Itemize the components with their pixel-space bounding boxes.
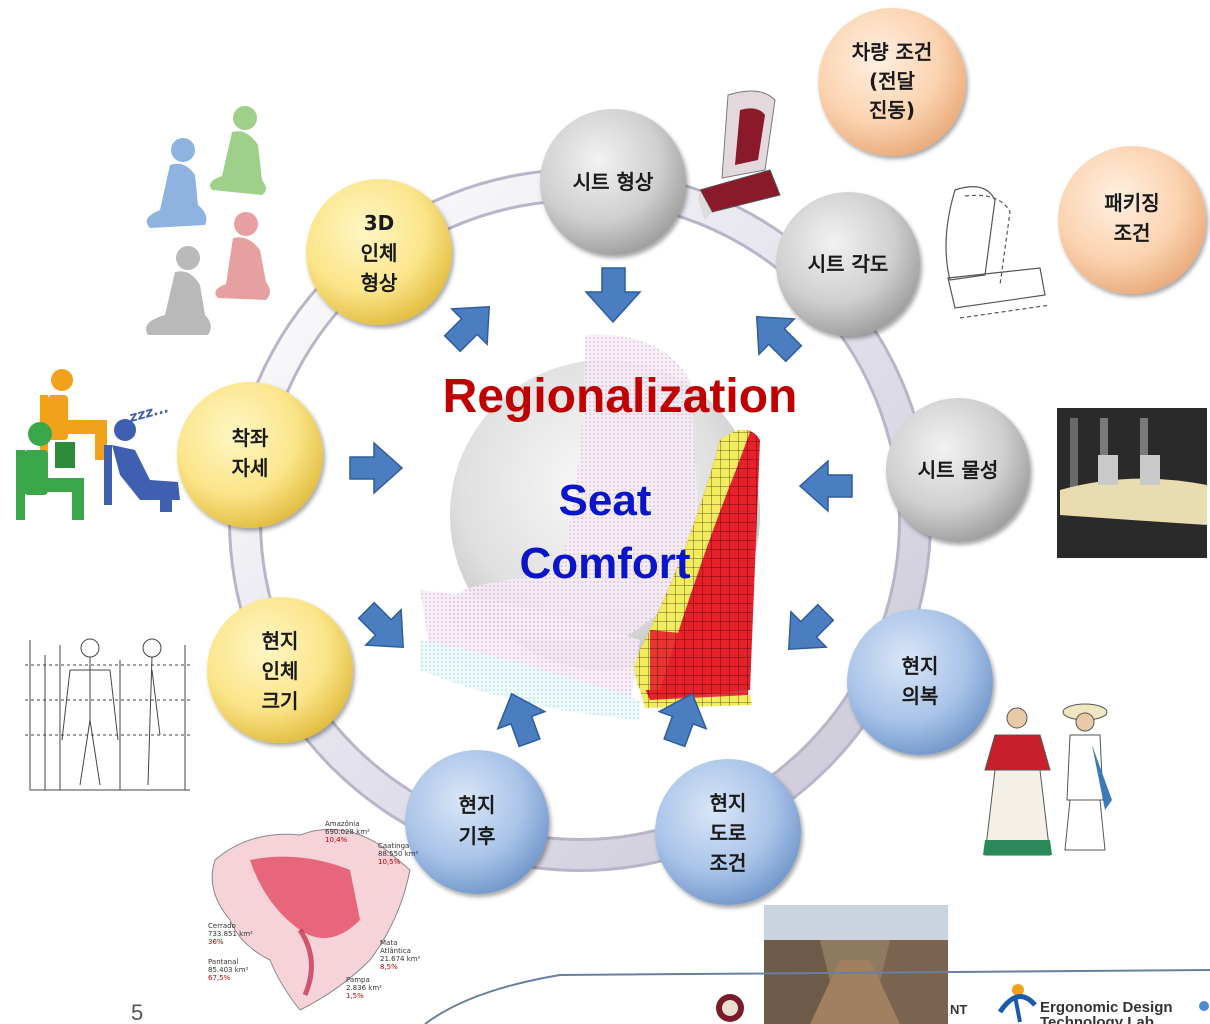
seat-material-test-photo [1057, 408, 1207, 558]
node-body-shape-3d-line1: 3D [364, 211, 395, 235]
map-label-caatinga-1: Caatinga [378, 842, 409, 850]
map-label-mata-1: Mata [380, 939, 397, 947]
arrow-clothing [787, 603, 835, 651]
node-seat-angle-label: 시트 각도 [808, 252, 889, 276]
map-label-mata-4: 8,5% [380, 963, 398, 971]
arrow-seat-angle [755, 315, 803, 363]
node-local-road-line2: 도로 [710, 821, 747, 845]
map-label-pantanal-3: 67,5% [208, 974, 231, 982]
local-road-photo [764, 905, 948, 1024]
map-label-mata-3: 21.674 km² [380, 955, 421, 963]
node-local-climate [405, 750, 549, 894]
node-seat-angle [776, 192, 920, 336]
footer-partial-text: NT [950, 1002, 967, 1017]
map-label-pampa-2: 2.836 km² [346, 984, 382, 992]
node-seat-shape-label: 시트 형상 [573, 170, 654, 194]
posture-pictograms-image: zzz... [16, 369, 180, 520]
sleep-text: zzz... [127, 400, 171, 426]
node-local-road-line3: 조건 [710, 851, 747, 875]
node-local-road [655, 759, 801, 905]
map-label-amazonia-2: 690.028 km² [325, 828, 370, 836]
node-seat-material-label: 시트 물성 [918, 458, 999, 482]
node-packaging-condition-line1: 패키징 [1104, 191, 1159, 215]
arrow-climate [496, 692, 547, 748]
map-label-cerrado-1: Cerrado [208, 922, 236, 930]
node-local-body-size [207, 597, 353, 743]
title-regionalization: Regionalization [443, 370, 798, 423]
node-local-body-size-line3: 크기 [262, 689, 299, 713]
map-label-cerrado-3: 36% [208, 938, 224, 946]
center-label-line1: Seat [559, 476, 652, 525]
map-label-pantanal-1: Pantanal [208, 958, 238, 966]
3d-body-figures-image [146, 106, 270, 335]
node-packaging-condition-line2: 조건 [1114, 221, 1151, 245]
seat-angle-drawing-image [945, 186, 1051, 319]
node-sitting-posture-line2: 자세 [232, 456, 269, 480]
brazil-map-image: Amazônia 690.028 km² 10,4% Caatinga 88.5… [208, 820, 421, 1011]
map-label-pampa-3: 1,5% [346, 992, 364, 1000]
node-local-clothing-line2: 의복 [902, 684, 939, 708]
node-seat-material [886, 398, 1030, 542]
map-label-caatinga-2: 88.550 km² [378, 850, 419, 858]
footer-lab-name-line1: Ergonomic Design [1040, 999, 1173, 1016]
university-seal-icon [716, 994, 744, 1022]
footer-lab-name-line2: Technology Lab [1040, 1014, 1154, 1024]
node-sitting-posture-line1: 착좌 [232, 426, 269, 450]
node-body-shape-3d [306, 179, 452, 325]
center-label-line2: Comfort [519, 539, 690, 588]
arrow-seat-shape [584, 267, 642, 324]
map-label-pantanal-2: 85.403 km² [208, 966, 249, 974]
seat-shape-image [698, 90, 781, 220]
page-number: 5 [131, 1000, 143, 1024]
footer-edge-logo-icon [1199, 1001, 1209, 1011]
map-label-mata-2: Atlântica [380, 947, 411, 955]
arrow-seat-material [798, 459, 853, 513]
node-local-road-line1: 현지 [710, 791, 747, 815]
local-clothing-image [983, 703, 1112, 856]
node-local-body-size-line2: 인체 [262, 659, 299, 683]
arrow-posture [349, 441, 404, 495]
arrow-road [657, 692, 708, 748]
map-label-pampa-1: Pampa [346, 976, 370, 984]
arrow-body-shape [443, 305, 491, 353]
arrows [349, 267, 853, 748]
map-label-amazonia-3: 10,4% [325, 836, 348, 844]
node-body-shape-3d-line3: 형상 [361, 271, 398, 295]
anthropometry-drawing-image [25, 638, 190, 791]
node-seat-shape [540, 109, 686, 255]
arrow-body-size [357, 601, 405, 649]
node-local-clothing [847, 609, 993, 755]
node-vehicle-condition [818, 8, 966, 156]
node-sitting-posture [177, 382, 323, 528]
map-label-cerrado-2: 733.851 km² [208, 930, 253, 938]
node-local-clothing-line1: 현지 [902, 654, 939, 678]
node-local-climate-line1: 현지 [459, 793, 496, 817]
node-packaging-condition [1058, 146, 1206, 294]
node-local-climate-line2: 기후 [459, 824, 496, 848]
map-label-caatinga-3: 10,5% [378, 858, 401, 866]
ergonomic-lab-logo-icon [997, 984, 1037, 1023]
node-local-body-size-line1: 현지 [262, 629, 299, 653]
footer-curve [424, 969, 1210, 1024]
map-label-amazonia-1: Amazônia [325, 820, 360, 828]
node-body-shape-3d-line2: 인체 [361, 241, 398, 265]
node-vehicle-condition-line2: (전달 [869, 69, 916, 93]
node-vehicle-condition-line1: 차량 조건 [852, 40, 933, 64]
node-vehicle-condition-line3: 진동) [869, 98, 915, 122]
